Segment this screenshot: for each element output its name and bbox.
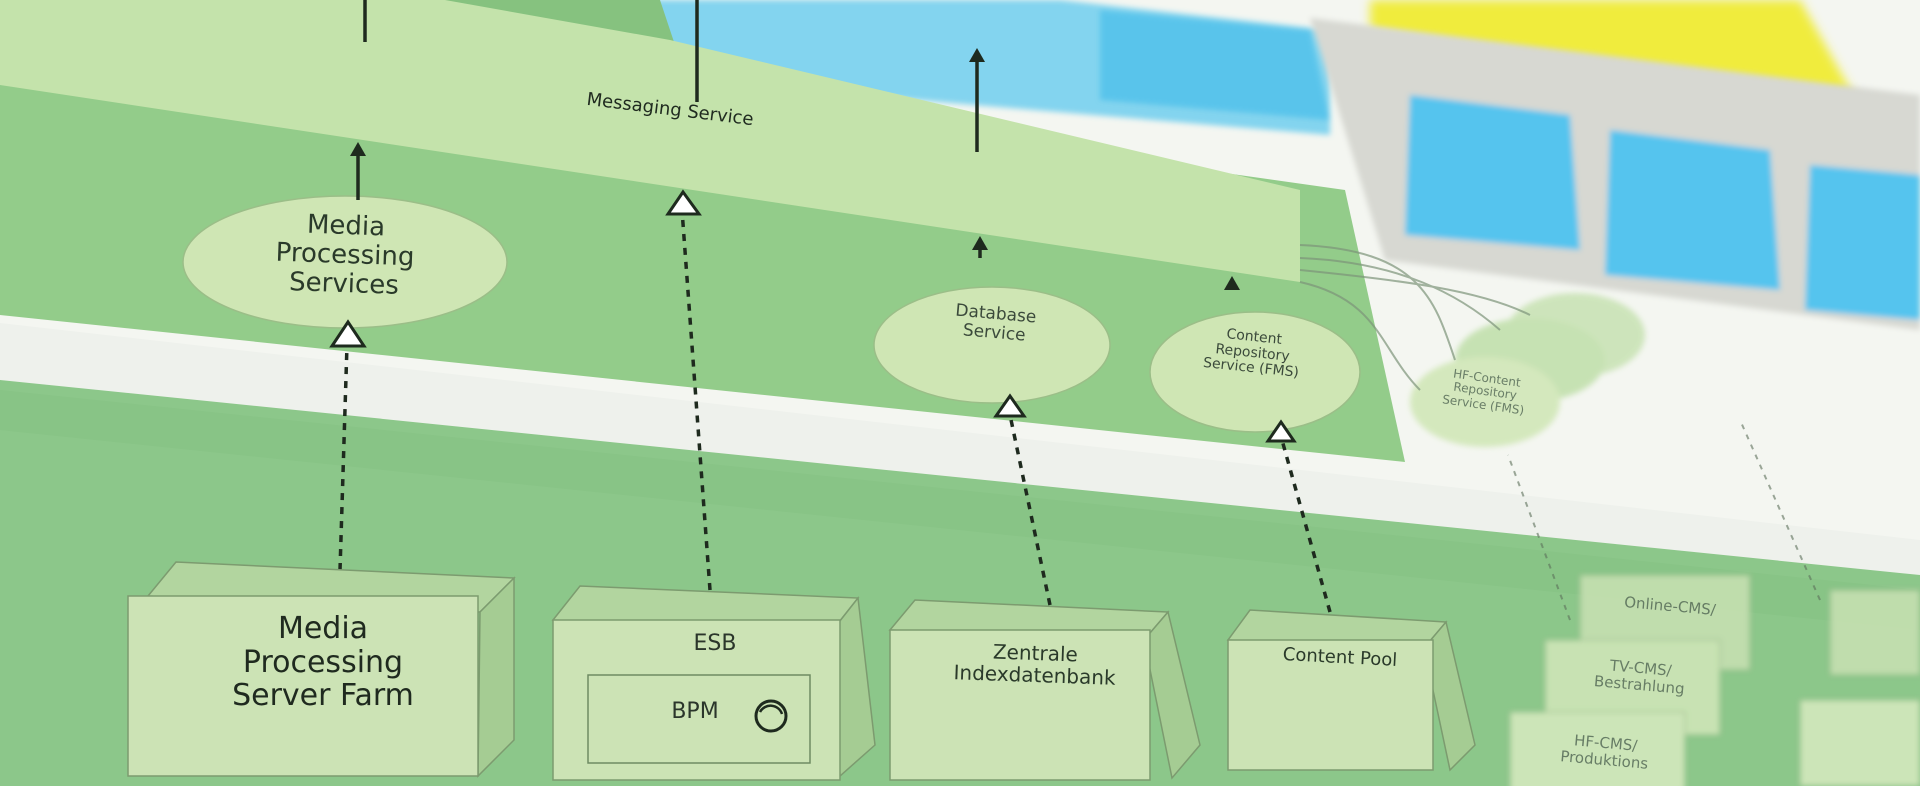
arrow-head-media (350, 142, 366, 156)
media-processing-services-pill (182, 195, 508, 329)
triangle-content (1265, 419, 1297, 443)
background-blue-boxes (560, 0, 1330, 135)
blue-cloud-3 (1805, 165, 1920, 320)
triangle-database (993, 393, 1027, 418)
hf-content-repository-service-pill (1410, 357, 1560, 447)
messaging-service-bar (0, 0, 1300, 282)
node-zentrale-indexdatenbank (888, 599, 1201, 781)
realization-triangles (329, 189, 1297, 443)
arrow-head-top-center (969, 48, 985, 62)
arrow-heads (350, 48, 1240, 290)
node-far-right-1 (1829, 589, 1920, 676)
arrow-head-content (1224, 276, 1240, 290)
bar-connectors (1299, 244, 1531, 391)
node-media-processing-server-farm (127, 561, 516, 778)
node-hf-cms-box (1509, 711, 1686, 786)
node-far-right-2 (1799, 699, 1920, 786)
triangle-media (329, 319, 367, 348)
blue-cloud-1 (1405, 95, 1580, 250)
triangle-esb (665, 189, 702, 216)
node-esb (551, 585, 876, 781)
node-content-pool (1226, 609, 1476, 772)
database-service-pill (873, 286, 1111, 404)
dashed-connectors-faded (1507, 419, 1821, 621)
arrow-head-database (972, 236, 988, 250)
blue-cloud-2 (1605, 130, 1780, 290)
faded-right-services (1410, 293, 1645, 447)
node-layer-darker-strip (0, 390, 1920, 630)
background-grey-panel (1310, 18, 1920, 330)
bpm-inner-box (587, 674, 811, 764)
bpm-process-icon (754, 699, 788, 733)
blue-box-top-mid (1100, 10, 1330, 120)
divider-band (0, 323, 1920, 575)
content-repository-service-pill (1149, 311, 1361, 433)
dashed-connectors (338, 209, 1332, 613)
faded-nodes (1509, 574, 1920, 786)
